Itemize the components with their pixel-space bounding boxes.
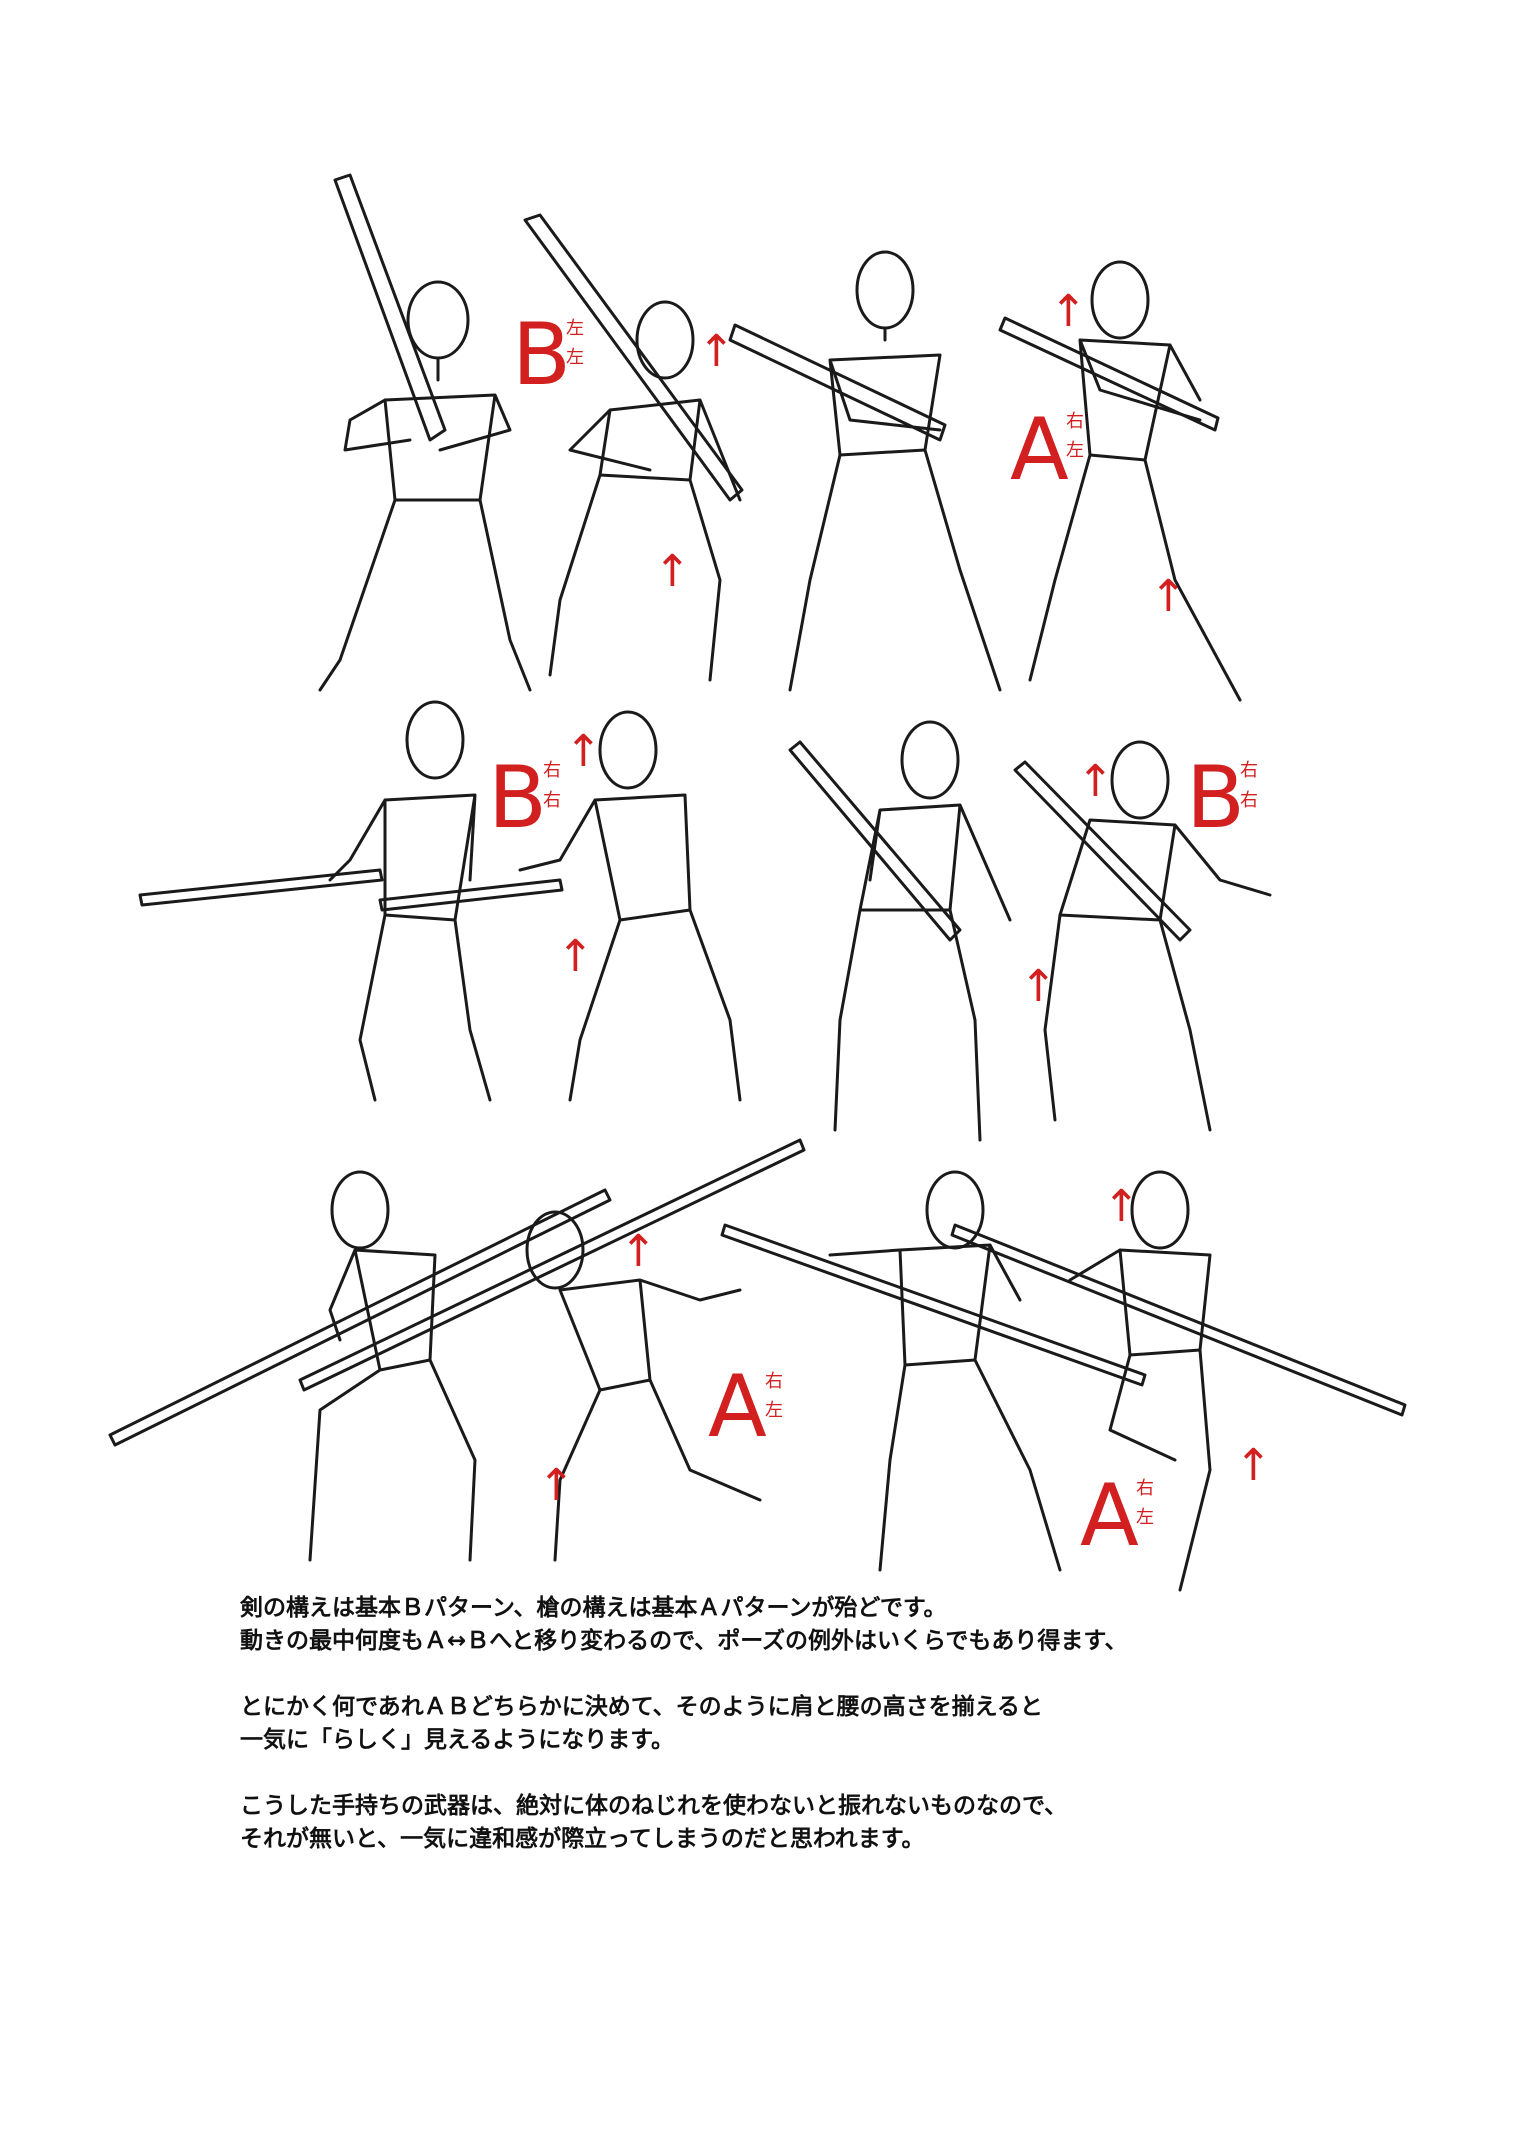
pose-label-sub: 右 xyxy=(1136,1478,1154,1499)
text-line: 剣の構えは基本Ｂパターン、槍の構えは基本Ａパターンが殆どです。 xyxy=(240,1595,947,1621)
up-arrow-icon: ↑ xyxy=(1150,571,1187,622)
figure-row3-1 xyxy=(108,1170,612,1562)
figure-row2-3 xyxy=(788,720,1012,1142)
up-arrow-icon: ↑ xyxy=(620,1226,657,1277)
figure-row2-4 xyxy=(1013,740,1272,1132)
pose-label-letter: A xyxy=(1010,400,1069,500)
up-arrow-icon: ↑ xyxy=(565,726,602,777)
up-arrow-icon: ↑ xyxy=(698,326,735,377)
pose-label-sub: 左 xyxy=(765,1400,783,1421)
text-line: それが無いと、一気に違和感が際立ってしまうのだと思われます。 xyxy=(240,1826,925,1852)
paragraph-3: こうした手持ちの武器は、絶対に体のねじれを使わないと振れないものなので、 それが… xyxy=(240,1790,1340,1856)
text-line: 一気に「らしく」見えるようになります。 xyxy=(240,1727,675,1753)
pose-label-letter: B xyxy=(1186,748,1245,848)
pose-label-letter: A xyxy=(1080,1466,1139,1566)
pose-label-sub: 右 xyxy=(1240,760,1258,781)
pose-label-sub: 左 xyxy=(566,347,584,368)
explanation-text: 剣の構えは基本Ｂパターン、槍の構えは基本Ａパターンが殆どです。 動きの最中何度も… xyxy=(240,1592,1340,1889)
pose-label-sub: 右 xyxy=(765,1371,783,1392)
text-line: 動きの最中何度もＡ↔Ｂへと移り変わるので、ポーズの例外はいくらでもあり得ます、 xyxy=(240,1628,1128,1654)
pose-label-letter: B xyxy=(488,748,547,848)
figure-row3-4 xyxy=(950,1170,1407,1592)
pose-label-sub: 左 xyxy=(566,318,584,339)
pose-label-sub: 右 xyxy=(543,790,561,811)
text-line: とにかく何であれＡＢどちらかに決めて、そのように肩と腰の高さを揃えると xyxy=(240,1694,1043,1720)
figure-row1-3 xyxy=(728,250,1002,692)
up-arrow-icon: ↑ xyxy=(1050,286,1087,337)
figure-row1-1 xyxy=(318,173,532,692)
up-arrow-icon: ↑ xyxy=(1103,1181,1140,1232)
pose-illustration xyxy=(108,173,1407,1592)
up-arrow-icon: ↑ xyxy=(1020,961,1057,1012)
figure-row1-2 xyxy=(523,213,744,682)
up-arrow-icon: ↑ xyxy=(557,931,594,982)
pose-label-letter: A xyxy=(708,1357,767,1457)
figure-row2-2 xyxy=(378,710,742,1102)
pose-label-sub: 左 xyxy=(1066,440,1084,461)
pose-label-sub: 右 xyxy=(543,760,561,781)
figure-row3-3 xyxy=(720,1170,1147,1572)
pose-label-sub: 左 xyxy=(1136,1507,1154,1528)
up-arrow-icon: ↑ xyxy=(1235,1440,1272,1491)
figure-row2-1 xyxy=(138,700,492,1102)
pose-label-sub: 右 xyxy=(1066,411,1084,432)
up-arrow-icon: ↑ xyxy=(654,546,691,597)
figure-row1-4 xyxy=(998,260,1242,702)
up-arrow-icon: ↑ xyxy=(538,1460,575,1511)
pose-label-letter: B xyxy=(512,305,571,405)
paragraph-1: 剣の構えは基本Ｂパターン、槍の構えは基本Ａパターンが殆どです。 動きの最中何度も… xyxy=(240,1592,1340,1658)
paragraph-2: とにかく何であれＡＢどちらかに決めて、そのように肩と腰の高さを揃えると 一気に「… xyxy=(240,1691,1340,1757)
text-line: こうした手持ちの武器は、絶対に体のねじれを使わないと振れないものなので、 xyxy=(240,1793,1068,1819)
figure-row3-2 xyxy=(298,1138,806,1562)
up-arrow-icon: ↑ xyxy=(1077,756,1114,807)
pose-label-sub: 右 xyxy=(1240,790,1258,811)
